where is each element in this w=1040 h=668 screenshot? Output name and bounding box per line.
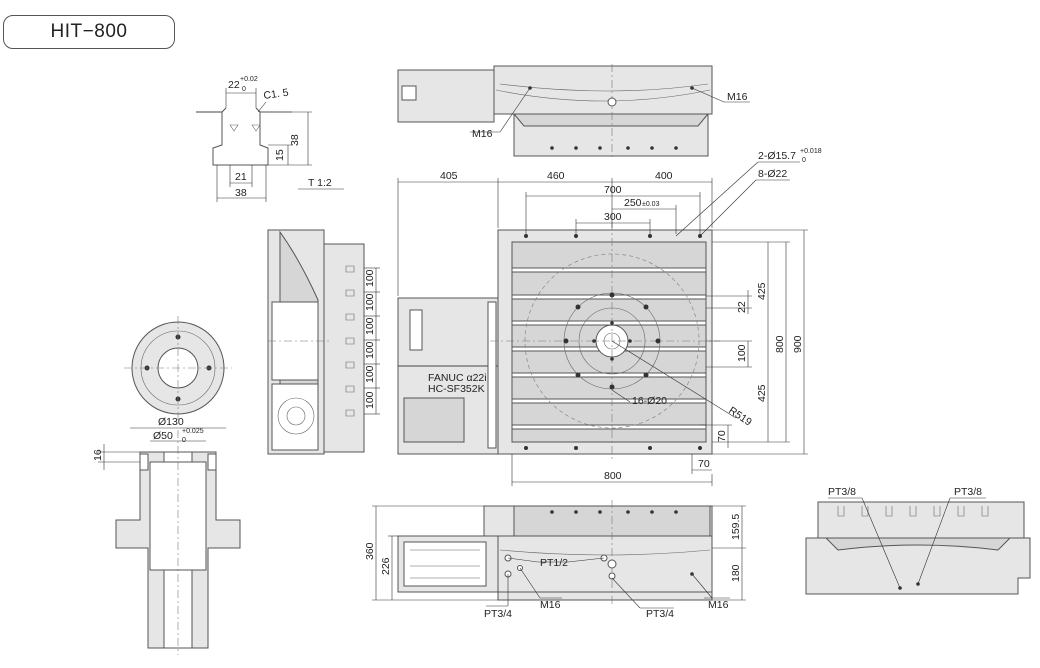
model-title: HIT−800: [3, 15, 175, 49]
side-spacing-4: 100: [364, 341, 376, 359]
top-m16-right: M16: [727, 91, 748, 103]
bore-dia-50: Ø50: [153, 430, 173, 442]
hole-spec-a-tol-upper: +0.018: [800, 148, 822, 155]
dim-70-horizontal: 70: [698, 458, 710, 470]
front-height-226: 226: [380, 557, 392, 575]
slot-height-38: 38: [289, 134, 301, 146]
bolt-m16-left: M16: [540, 599, 561, 611]
holes-16-20: 16-Ø20: [632, 395, 667, 407]
dim-70-vertical: 70: [716, 430, 728, 442]
side-view-slots: [345, 265, 355, 417]
spindle-section: Ø130 Ø50 +0.025 0 16: [92, 416, 241, 655]
side-view: 100 100 100 100 100 100: [267, 229, 380, 455]
slot-detail: 22 +0.02 0 C1. 5 38 15 21 38 T 1:2: [196, 76, 344, 202]
port-pt34-right: PT3/4: [646, 608, 674, 620]
side-spacing-1: 100: [364, 269, 376, 287]
front-height-360: 360: [364, 542, 376, 560]
end-view-slots: [837, 506, 989, 517]
slot-width-21: 21: [235, 171, 247, 183]
plan-view: FANUC α22i HC-SF352K: [397, 148, 822, 486]
side-spacing-5: 100: [364, 365, 376, 383]
port-pt34-left: PT3/4: [484, 608, 512, 620]
slot-width-tol-upper: +0.02: [240, 76, 258, 83]
top-view: M16 M16: [397, 64, 750, 160]
side-spacing-2: 100: [364, 293, 376, 311]
slot-width-label: 22: [228, 79, 240, 91]
side-spacing-ticks: [364, 267, 380, 415]
hole-spec-b: 8-Ø22: [758, 168, 787, 180]
end-port-pt38-right: PT3/8: [954, 486, 982, 498]
plan-holes: [524, 234, 702, 450]
slot-width-38: 38: [235, 187, 247, 199]
bore-tol-upper: +0.025: [182, 428, 204, 435]
flange-view: [124, 316, 232, 420]
dim-250-tol: ±0.03: [642, 201, 660, 208]
front-holes: [504, 510, 694, 580]
model-label: HIT−800: [50, 21, 128, 42]
top-m16-left: M16: [472, 128, 493, 140]
slot-height-15: 15: [274, 149, 286, 161]
front-height-180: 180: [730, 564, 742, 582]
motor-name: FANUC α22i: [428, 372, 487, 384]
dim-400: 400: [655, 170, 673, 182]
motor-model: HC-SF352K: [428, 383, 485, 395]
dim-900: 900: [792, 335, 804, 353]
dim-405: 405: [440, 170, 458, 182]
bore-tol-lower: 0: [182, 437, 186, 444]
front-view: 360 226 159.5 180 PT1/2 PT3/4 M16 PT3/4 …: [364, 500, 746, 620]
dim-250: 250: [624, 197, 642, 209]
bolt-m16-right: M16: [708, 599, 729, 611]
end-port-pt38-left: PT3/8: [828, 486, 856, 498]
dim-700: 700: [604, 184, 622, 196]
dim-800-horizontal: 800: [604, 470, 622, 482]
hole-spec-a: 2-Ø15.7: [758, 150, 796, 162]
chamfer-label: C1. 5: [263, 87, 290, 102]
dim-425-bottom: 425: [756, 384, 768, 402]
end-view: PT3/8 PT3/8: [805, 486, 1031, 595]
side-spacing-6: 100: [364, 391, 376, 409]
side-spacing-3: 100: [364, 317, 376, 335]
dim-425-top: 425: [756, 282, 768, 300]
front-height-159-5: 159.5: [730, 514, 742, 540]
slot-width-tol-lower: 0: [242, 86, 246, 93]
dim-800-vertical: 800: [774, 335, 786, 353]
slot-scale: T 1:2: [308, 177, 332, 189]
dim-460: 460: [547, 170, 565, 182]
hole-spec-a-tol-lower: 0: [802, 157, 806, 164]
port-pt12: PT1/2: [540, 557, 568, 569]
dim-22: 22: [736, 301, 748, 313]
dim-300: 300: [604, 211, 622, 223]
flange-height-16: 16: [92, 449, 104, 461]
dim-100: 100: [736, 344, 748, 362]
flange-dia-130: Ø130: [158, 416, 184, 428]
